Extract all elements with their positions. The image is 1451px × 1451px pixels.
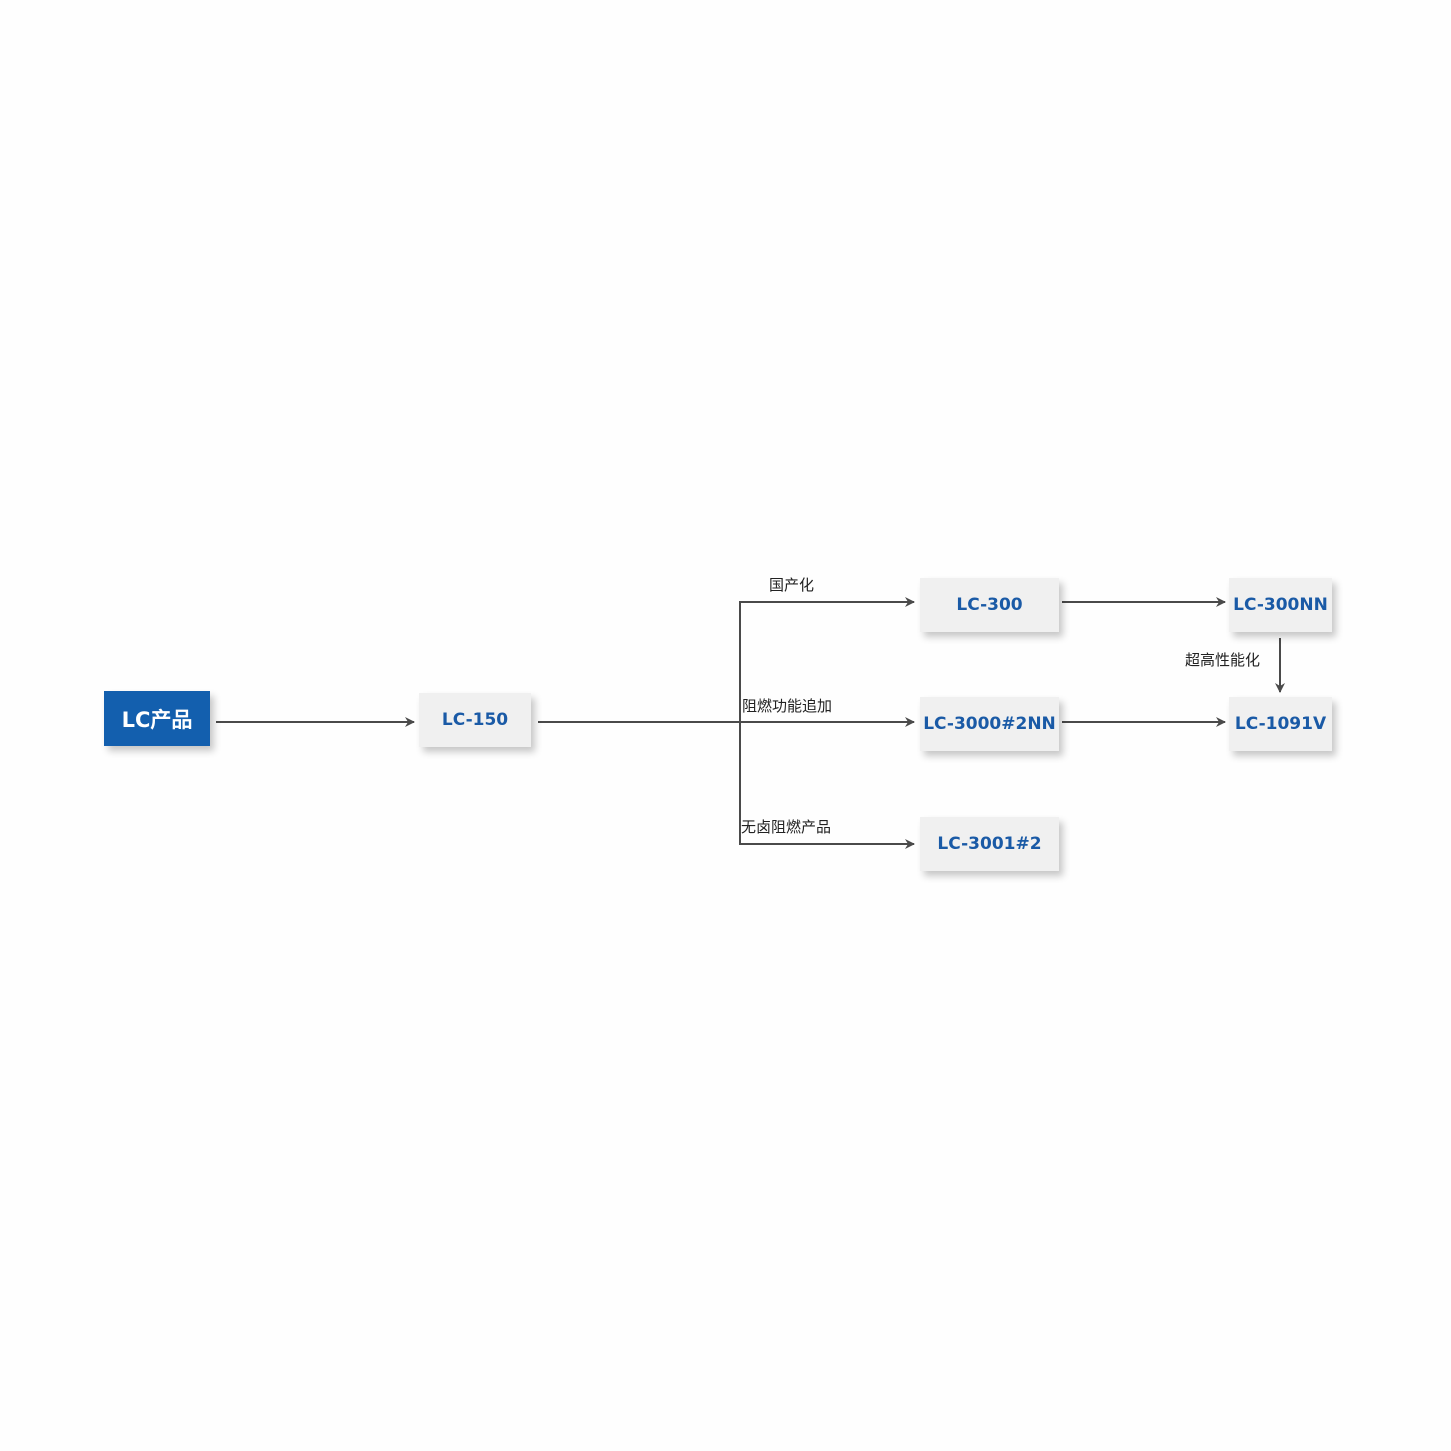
node-lc-3000-2nn: LC-3000#2NN [920, 697, 1059, 751]
node-lc-300nn: LC-300NN [1229, 578, 1332, 632]
node-lc-300: LC-300 [920, 578, 1059, 632]
edge-label-domestic: 国产化 [769, 576, 815, 594]
node-lc-150: LC-150 [419, 693, 531, 747]
edge-label-ultra-high-performance: 超高性能化 [1185, 651, 1261, 669]
edge-label-flame-retardant-added: 阻燃功能追加 [742, 697, 833, 715]
root-node-label: LC产品 [121, 707, 193, 732]
node-lc-300nn-label: LC-300NN [1233, 595, 1328, 615]
node-lc-1091v-label: LC-1091V [1234, 714, 1327, 734]
root-node-lc-products: LC产品 [104, 691, 210, 746]
node-lc-3000-2nn-label: LC-3000#2NN [923, 714, 1056, 734]
node-lc-1091v: LC-1091V [1229, 697, 1332, 751]
node-lc-300-label: LC-300 [956, 595, 1023, 615]
node-lc-3001-2-label: LC-3001#2 [937, 834, 1042, 854]
edge-label-halogen-free: 无卤阻燃产品 [741, 818, 832, 836]
node-lc-3001-2: LC-3001#2 [920, 817, 1059, 871]
node-lc-150-label: LC-150 [441, 710, 509, 730]
